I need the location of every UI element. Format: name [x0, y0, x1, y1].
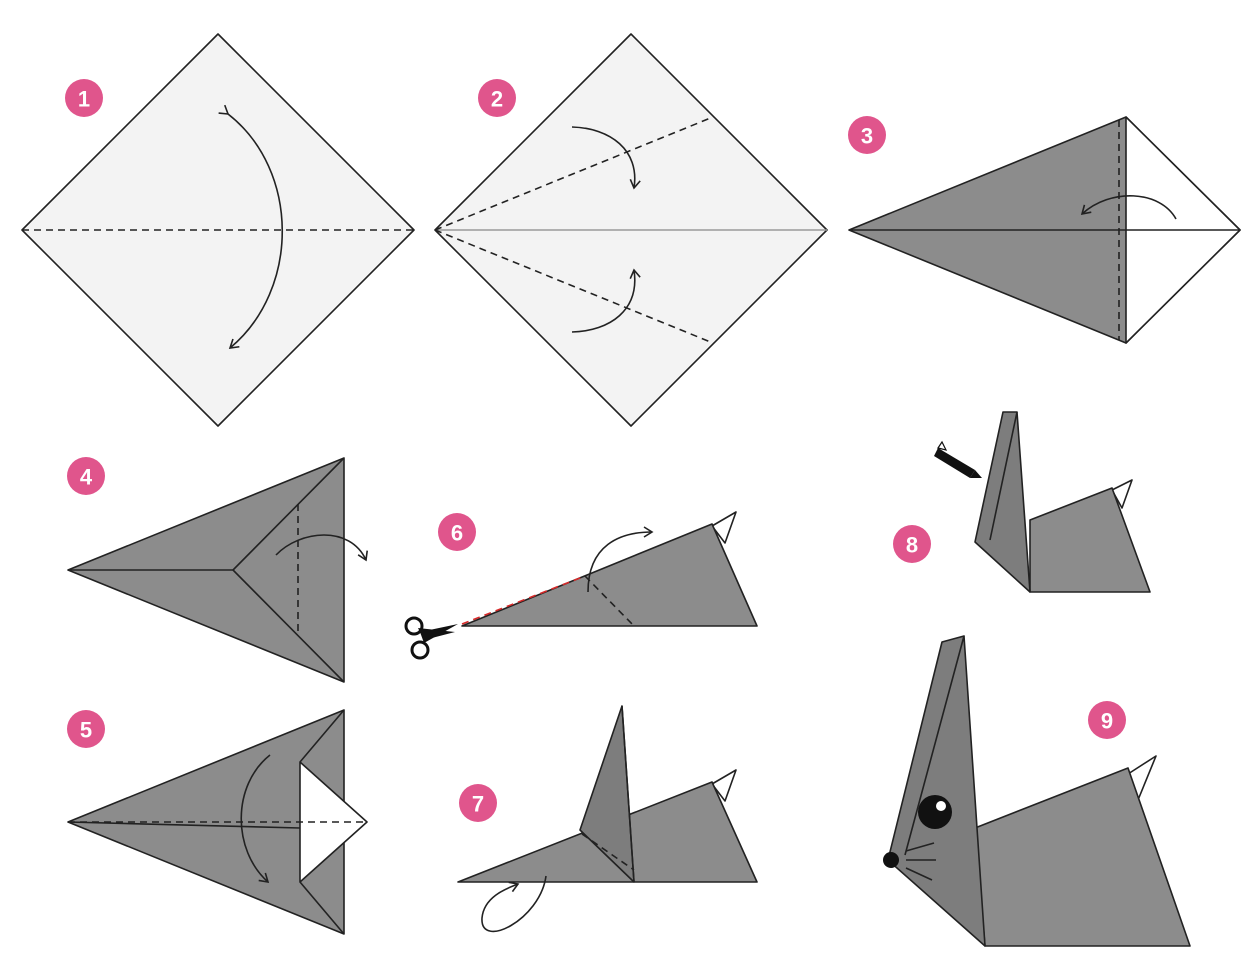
- whisker: [905, 867, 933, 881]
- step-6: 6: [404, 511, 758, 660]
- whisker: [905, 842, 935, 852]
- mouse-body: [974, 767, 1191, 947]
- fold-arrow-icon: [1080, 195, 1177, 220]
- mouse-nose: [883, 852, 899, 868]
- mouse-ears: [974, 411, 1031, 593]
- folded-body: [461, 523, 758, 627]
- step-6-badge: 6: [438, 513, 476, 551]
- svg-text:6: 6: [451, 521, 463, 546]
- step-2-badge: 2: [478, 79, 516, 117]
- svg-text:8: 8: [906, 533, 918, 558]
- svg-text:9: 9: [1101, 709, 1113, 734]
- step-1-badge: 1: [65, 79, 103, 117]
- fold-arrow-icon: [218, 104, 284, 349]
- step-3: 3: [848, 116, 1241, 344]
- step-2: 2: [434, 33, 828, 427]
- svg-text:2: 2: [491, 87, 503, 112]
- step-9: 9: [883, 635, 1191, 947]
- step-5: 5: [67, 709, 368, 935]
- svg-text:5: 5: [80, 718, 92, 743]
- svg-text:4: 4: [80, 465, 93, 490]
- step-4: 4: [67, 457, 369, 683]
- center-edge: [67, 821, 301, 829]
- mouse-eye: [918, 795, 952, 829]
- fold-arrow-icon: [587, 526, 654, 593]
- tip-white: [1111, 479, 1133, 509]
- cut-line: [461, 575, 586, 625]
- fold-arrow-icon: [275, 534, 369, 562]
- fold-arrow-icon: [240, 754, 271, 884]
- svg-text:7: 7: [472, 792, 484, 817]
- flap-edge: [299, 709, 345, 763]
- pencil-icon: [934, 440, 982, 478]
- upper-fold-line: [434, 116, 714, 231]
- fold-arrow-icon: [571, 268, 641, 333]
- step-1: 1: [21, 33, 415, 427]
- lower-fold-line: [434, 229, 714, 344]
- inner-fold-edge: [232, 569, 345, 683]
- step-3-badge: 3: [848, 116, 886, 154]
- step-9-badge: 9: [1088, 701, 1126, 739]
- svg-text:3: 3: [861, 124, 873, 149]
- step-7: 7: [457, 705, 758, 932]
- flap-edge: [299, 881, 345, 935]
- fold-arrow-icon: [571, 126, 641, 190]
- step-4-badge: 4: [67, 457, 105, 495]
- step-7-badge: 7: [459, 784, 497, 822]
- ear-fold-line: [581, 833, 635, 871]
- ear-edge: [621, 705, 635, 883]
- ear-edge: [904, 635, 965, 856]
- svg-text:1: 1: [78, 87, 90, 112]
- ear-edge: [989, 411, 1018, 541]
- step-5-badge: 5: [67, 710, 105, 748]
- step-8-badge: 8: [893, 525, 931, 563]
- inner-fold-edge: [232, 457, 345, 571]
- fold-arrow-icon: [481, 875, 547, 932]
- scissors-icon: [404, 616, 458, 660]
- eye-highlight: [936, 801, 946, 811]
- step-8: 8: [893, 411, 1151, 593]
- mouse-body: [1029, 487, 1151, 593]
- tip-white: [711, 769, 737, 802]
- tip-white: [711, 511, 737, 544]
- mouse-head: [887, 635, 986, 947]
